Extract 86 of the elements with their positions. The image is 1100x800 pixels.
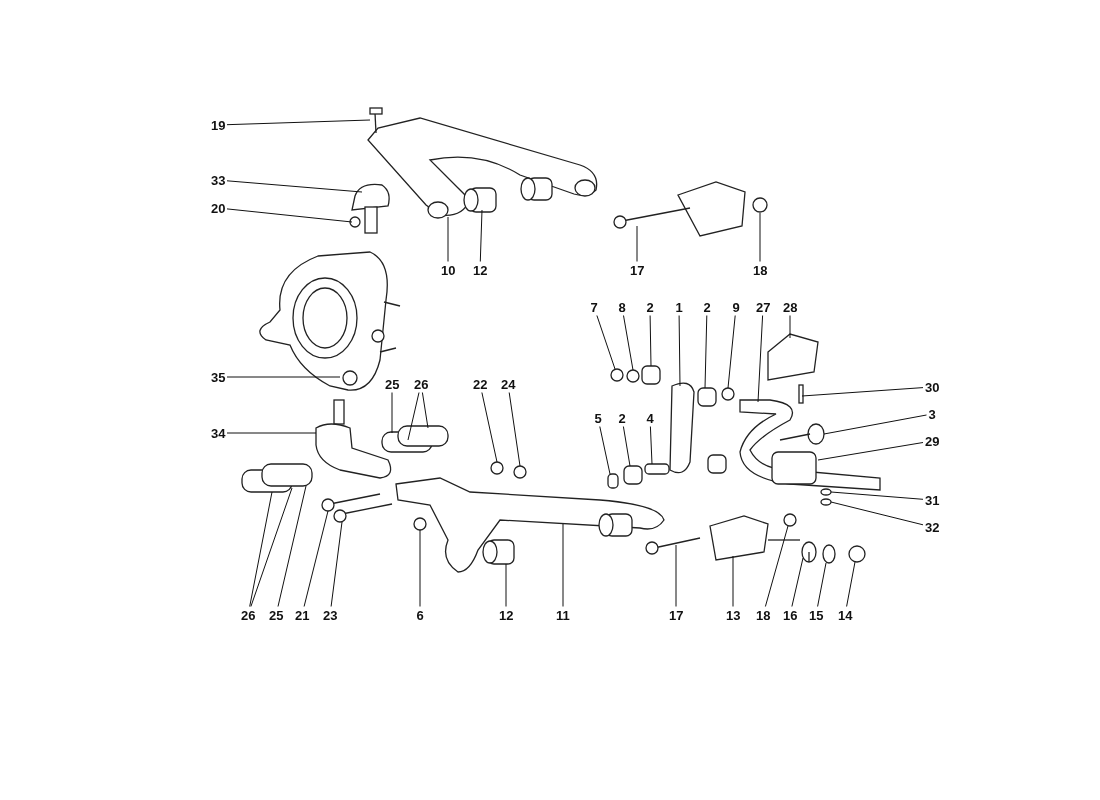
callout-number: 22 [473, 376, 488, 392]
leader-line [226, 180, 363, 193]
leader-line [636, 225, 638, 262]
callout-number: 12 [473, 262, 488, 278]
callout-number: 26 [241, 607, 256, 623]
leader-line [727, 315, 736, 389]
callout-number: 20 [211, 200, 226, 216]
callout-number: 30 [925, 379, 940, 395]
callout-number: 25 [385, 376, 400, 392]
callout-number: 18 [753, 262, 768, 278]
callout-number: 7 [590, 299, 598, 315]
leader-line [759, 212, 761, 262]
leader-line [704, 315, 708, 389]
callout-number: 21 [295, 607, 310, 623]
leader-line [447, 216, 449, 262]
leader-line [249, 491, 273, 607]
callout-number: 5 [594, 410, 602, 426]
leader-line [226, 376, 341, 378]
leader-line [791, 557, 804, 607]
callout-number: 17 [669, 607, 684, 623]
callout-number: 2 [646, 299, 654, 315]
leader-line [391, 392, 393, 434]
leader-line [596, 315, 616, 370]
leader-line [732, 555, 734, 607]
callout-number: 11 [556, 607, 570, 623]
callout-number: 25 [269, 607, 284, 623]
leader-line [789, 315, 791, 339]
callout-number: 26 [414, 376, 429, 392]
leader-line [675, 544, 677, 607]
leader-line [830, 501, 924, 526]
callout-number: 34 [211, 425, 226, 441]
callout-number: 9 [732, 299, 740, 315]
leader-line [481, 392, 498, 463]
leader-line [303, 510, 329, 607]
leader-line [764, 525, 789, 607]
leader-line [421, 392, 429, 429]
callout-number: 32 [925, 519, 940, 535]
callout-number: 27 [756, 299, 771, 315]
callout-number: 23 [323, 607, 338, 623]
callout-number: 8 [618, 299, 626, 315]
leader-line [419, 529, 421, 607]
callout-number: 1 [675, 299, 683, 315]
leader-line [757, 315, 764, 403]
leader-line [846, 561, 856, 607]
callout-number: 6 [416, 607, 424, 623]
leader-line [277, 485, 307, 607]
leader-line [599, 426, 611, 475]
leader-line [678, 315, 681, 387]
callout-number: 28 [783, 299, 798, 315]
callout-number: 35 [211, 369, 226, 385]
callout-number: 4 [646, 410, 654, 426]
callout-number: 14 [838, 607, 853, 623]
leader-line [817, 442, 924, 461]
leader-line [817, 562, 827, 607]
leader-line [407, 392, 420, 441]
callout-number: 10 [441, 262, 456, 278]
callout-number: 3 [928, 406, 936, 422]
callout-number: 31 [925, 492, 940, 508]
leader-line [649, 426, 653, 465]
leader-line [226, 432, 317, 434]
callout-number: 24 [501, 376, 516, 392]
leader-line [479, 209, 483, 262]
callout-number: 15 [809, 607, 824, 623]
callout-number: 16 [783, 607, 798, 623]
leader-line [623, 315, 634, 371]
leader-line [508, 392, 521, 467]
leader-line [330, 521, 343, 607]
leader-line [823, 414, 927, 435]
callout-number: 12 [499, 607, 514, 623]
leader-line [226, 119, 371, 126]
callout-number: 29 [925, 433, 940, 449]
callout-number: 19 [211, 117, 226, 133]
leader-line [649, 315, 652, 367]
callout-number: 2 [703, 299, 711, 315]
callout-number: 17 [630, 262, 645, 278]
leader-line [830, 491, 924, 500]
callout-number: 33 [211, 172, 226, 188]
leader-line [226, 208, 353, 223]
leader-line [801, 387, 924, 397]
leader-line [250, 487, 293, 607]
callout-number: 18 [756, 607, 771, 623]
callout-number: 2 [618, 410, 626, 426]
leader-line [505, 563, 507, 607]
leader-line [562, 523, 564, 607]
callout-number: 13 [726, 607, 741, 623]
leader-line [622, 426, 631, 467]
